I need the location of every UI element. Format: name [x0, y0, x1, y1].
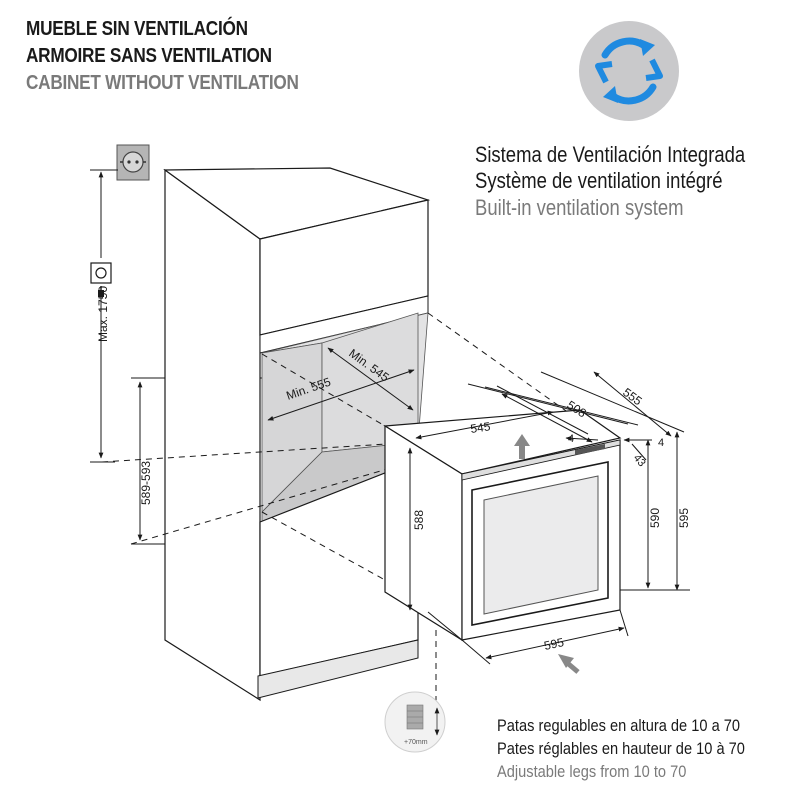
gap-4b-label: 4 [658, 437, 664, 449]
gap-4a-label: 4 [568, 433, 574, 445]
gap-43-label: 43 [631, 452, 648, 469]
rotating-arrows-icon [579, 21, 679, 121]
header-line-fr: ARMOIRE SANS VENTILATION [26, 45, 272, 67]
bottom-width-label: 595 [543, 635, 566, 653]
plug-icon [98, 290, 104, 297]
depth-555-label: 555 [620, 385, 645, 408]
body-height-label: 588 [412, 510, 426, 530]
leg-detail-label: +70mm [404, 739, 428, 746]
niche-height-label: 589-593 [139, 461, 153, 505]
appliance-dimensions [407, 371, 690, 665]
door-glass [483, 475, 599, 615]
header-line-es: MUEBLE SIN VENTILACIÓN [26, 18, 248, 40]
adjustable-leg-detail: +70mm [384, 691, 446, 753]
door-handle [575, 444, 605, 455]
top-width-label: 545 [469, 419, 491, 436]
door-height-label: 590 [648, 508, 662, 528]
legs-line-fr: Pates réglables en hauteur de 10 à 70 [497, 739, 745, 758]
total-height-label: 595 [677, 508, 691, 528]
max-height-dimension: Max. 1750 [90, 169, 118, 463]
ventilation-line-en: Built-in ventilation system [475, 195, 684, 220]
ventilation-line-fr: Système de ventilation intégré [475, 168, 723, 193]
wall-socket-icon [116, 144, 150, 181]
airflow-in-arrow [558, 654, 580, 674]
legs-line-es: Patas regulables en altura de 10 a 70 [497, 716, 741, 735]
header-line-en: CABINET WITHOUT VENTILATION [26, 72, 299, 94]
max-height-label: Max. 1750 [96, 286, 110, 342]
ventilation-line-es: Sistema de Ventilación Integrada [475, 142, 746, 167]
plinth [257, 639, 419, 699]
plug-socket-icon [90, 262, 112, 284]
legs-line-en: Adjustable legs from 10 to 70 [497, 762, 687, 781]
